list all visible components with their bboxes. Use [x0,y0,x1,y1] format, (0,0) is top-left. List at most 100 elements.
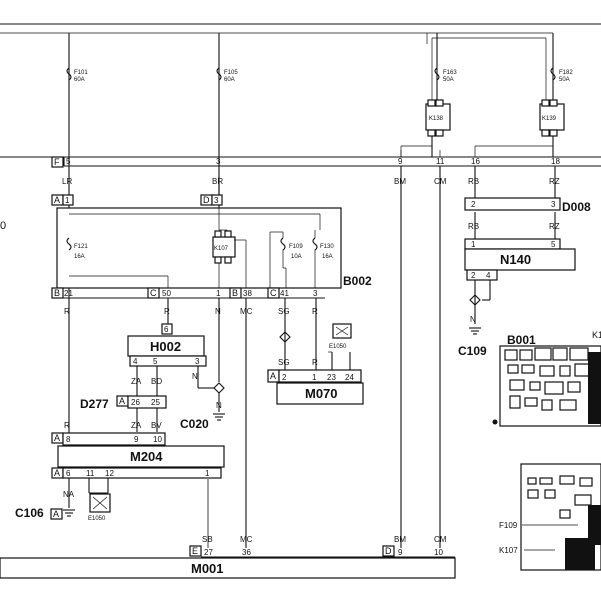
svg-text:18: 18 [551,157,560,166]
svg-text:2: 2 [471,200,476,209]
svg-text:E: E [192,546,198,556]
svg-text:SB: SB [202,535,213,544]
svg-text:3: 3 [214,196,219,205]
svg-text:R: R [64,421,70,430]
svg-text:CM: CM [434,177,447,186]
ground-c106: NA C106 A E1050 [15,490,111,522]
svg-text:K139: K139 [542,116,557,122]
svg-text:50A: 50A [443,77,454,83]
module-b002: A 1 D 3 F121 16A K107 F109 10A F130 16A [51,194,372,299]
svg-text:BR: BR [212,177,223,186]
svg-text:LR: LR [62,177,72,186]
svg-text:ZA: ZA [131,377,142,386]
svg-text:K107: K107 [214,246,229,252]
svg-text:N: N [216,401,222,410]
svg-text:BV: BV [151,421,162,430]
relay-k139: K139 [539,99,565,137]
component-h002: 6 H002 4 5 3 N ZA BD [127,323,214,396]
svg-text:B001: B001 [507,333,536,347]
svg-text:F121: F121 [74,244,88,250]
svg-text:BM: BM [394,535,406,544]
svg-text:M070: M070 [305,386,338,401]
svg-text:26: 26 [131,398,140,407]
fuse-f163: F163 50A [434,67,457,83]
svg-text:M204: M204 [130,449,163,464]
svg-text:D277: D277 [80,397,109,411]
svg-text:A: A [119,396,125,406]
svg-text:5: 5 [551,240,556,249]
svg-text:C020: C020 [180,417,209,431]
svg-text:D: D [385,546,392,556]
svg-text:MC: MC [240,307,253,316]
svg-text:50A: 50A [559,77,570,83]
module-n140: 1 5 N140 2 4 N C109 [458,238,576,358]
svg-text:16A: 16A [322,254,333,260]
svg-text:1: 1 [205,469,210,478]
svg-text:11: 11 [436,157,445,166]
svg-text:N: N [470,315,476,324]
svg-text:9: 9 [398,548,403,557]
svg-text:9: 9 [398,157,403,166]
svg-text:C: C [150,288,157,298]
svg-text:2: 2 [471,271,476,280]
svg-text:R: R [164,307,170,316]
svg-text:6: 6 [66,469,71,478]
svg-text:C106: C106 [15,506,44,520]
svg-text:F182: F182 [559,70,573,76]
svg-text:E1050: E1050 [329,344,347,350]
svg-text:5: 5 [153,357,158,366]
svg-text:4: 4 [486,271,491,280]
svg-text:RZ: RZ [549,177,560,186]
svg-text:3: 3 [216,157,221,166]
svg-text:3: 3 [195,357,200,366]
svg-text:F105: F105 [224,70,238,76]
svg-text:M001: M001 [191,561,224,576]
connector-d008: 2 3 D008 RB RZ [464,197,591,231]
svg-text:41: 41 [280,289,289,298]
ground-c020: N C020 [180,382,225,431]
svg-text:K138: K138 [429,116,444,122]
svg-text:1: 1 [312,373,317,382]
component-m204: R A 8 9 10 M204 A 6 11 12 1 [51,421,225,548]
svg-text:ZA: ZA [131,421,142,430]
svg-text:A: A [54,195,60,205]
svg-text:1: 1 [65,196,70,205]
inset-drawing: F109 K107 [499,463,601,571]
svg-text:MC: MC [240,535,253,544]
fuse-f105: F105 60A [216,67,238,83]
svg-text:3: 3 [551,200,556,209]
svg-text:R: R [312,358,318,367]
svg-text:50: 50 [162,289,171,298]
svg-text:36: 36 [242,548,251,557]
svg-text:N140: N140 [500,252,531,267]
svg-text:F101: F101 [74,70,88,76]
svg-text:NA: NA [63,490,75,499]
svg-text:SG: SG [278,358,290,367]
svg-text:10A: 10A [291,254,302,260]
svg-text:K107: K107 [499,546,518,555]
svg-text:4: 4 [133,357,138,366]
connector-d277: D277 A 26 25 ZA BV [80,395,167,432]
svg-text:C109: C109 [458,344,487,358]
relay-k138: K138 [425,99,451,137]
svg-text:RB: RB [468,177,479,186]
svg-text:3: 3 [313,289,318,298]
svg-text:23: 23 [327,373,336,382]
svg-text:B002: B002 [343,274,372,288]
svg-text:60A: 60A [74,77,85,83]
svg-text:RZ: RZ [549,222,560,231]
svg-text:8: 8 [66,435,71,444]
svg-text:F130: F130 [320,244,334,250]
svg-text:1: 1 [216,289,221,298]
svg-text:F163: F163 [443,70,457,76]
svg-text:5: 5 [66,157,71,166]
svg-text:RB: RB [468,222,479,231]
svg-text:10: 10 [153,435,162,444]
svg-text:D: D [203,195,210,205]
svg-text:BD: BD [151,377,162,386]
svg-text:B: B [54,288,60,298]
svg-text:12: 12 [105,469,114,478]
svg-text:N: N [192,372,198,381]
svg-text:R: R [64,307,70,316]
